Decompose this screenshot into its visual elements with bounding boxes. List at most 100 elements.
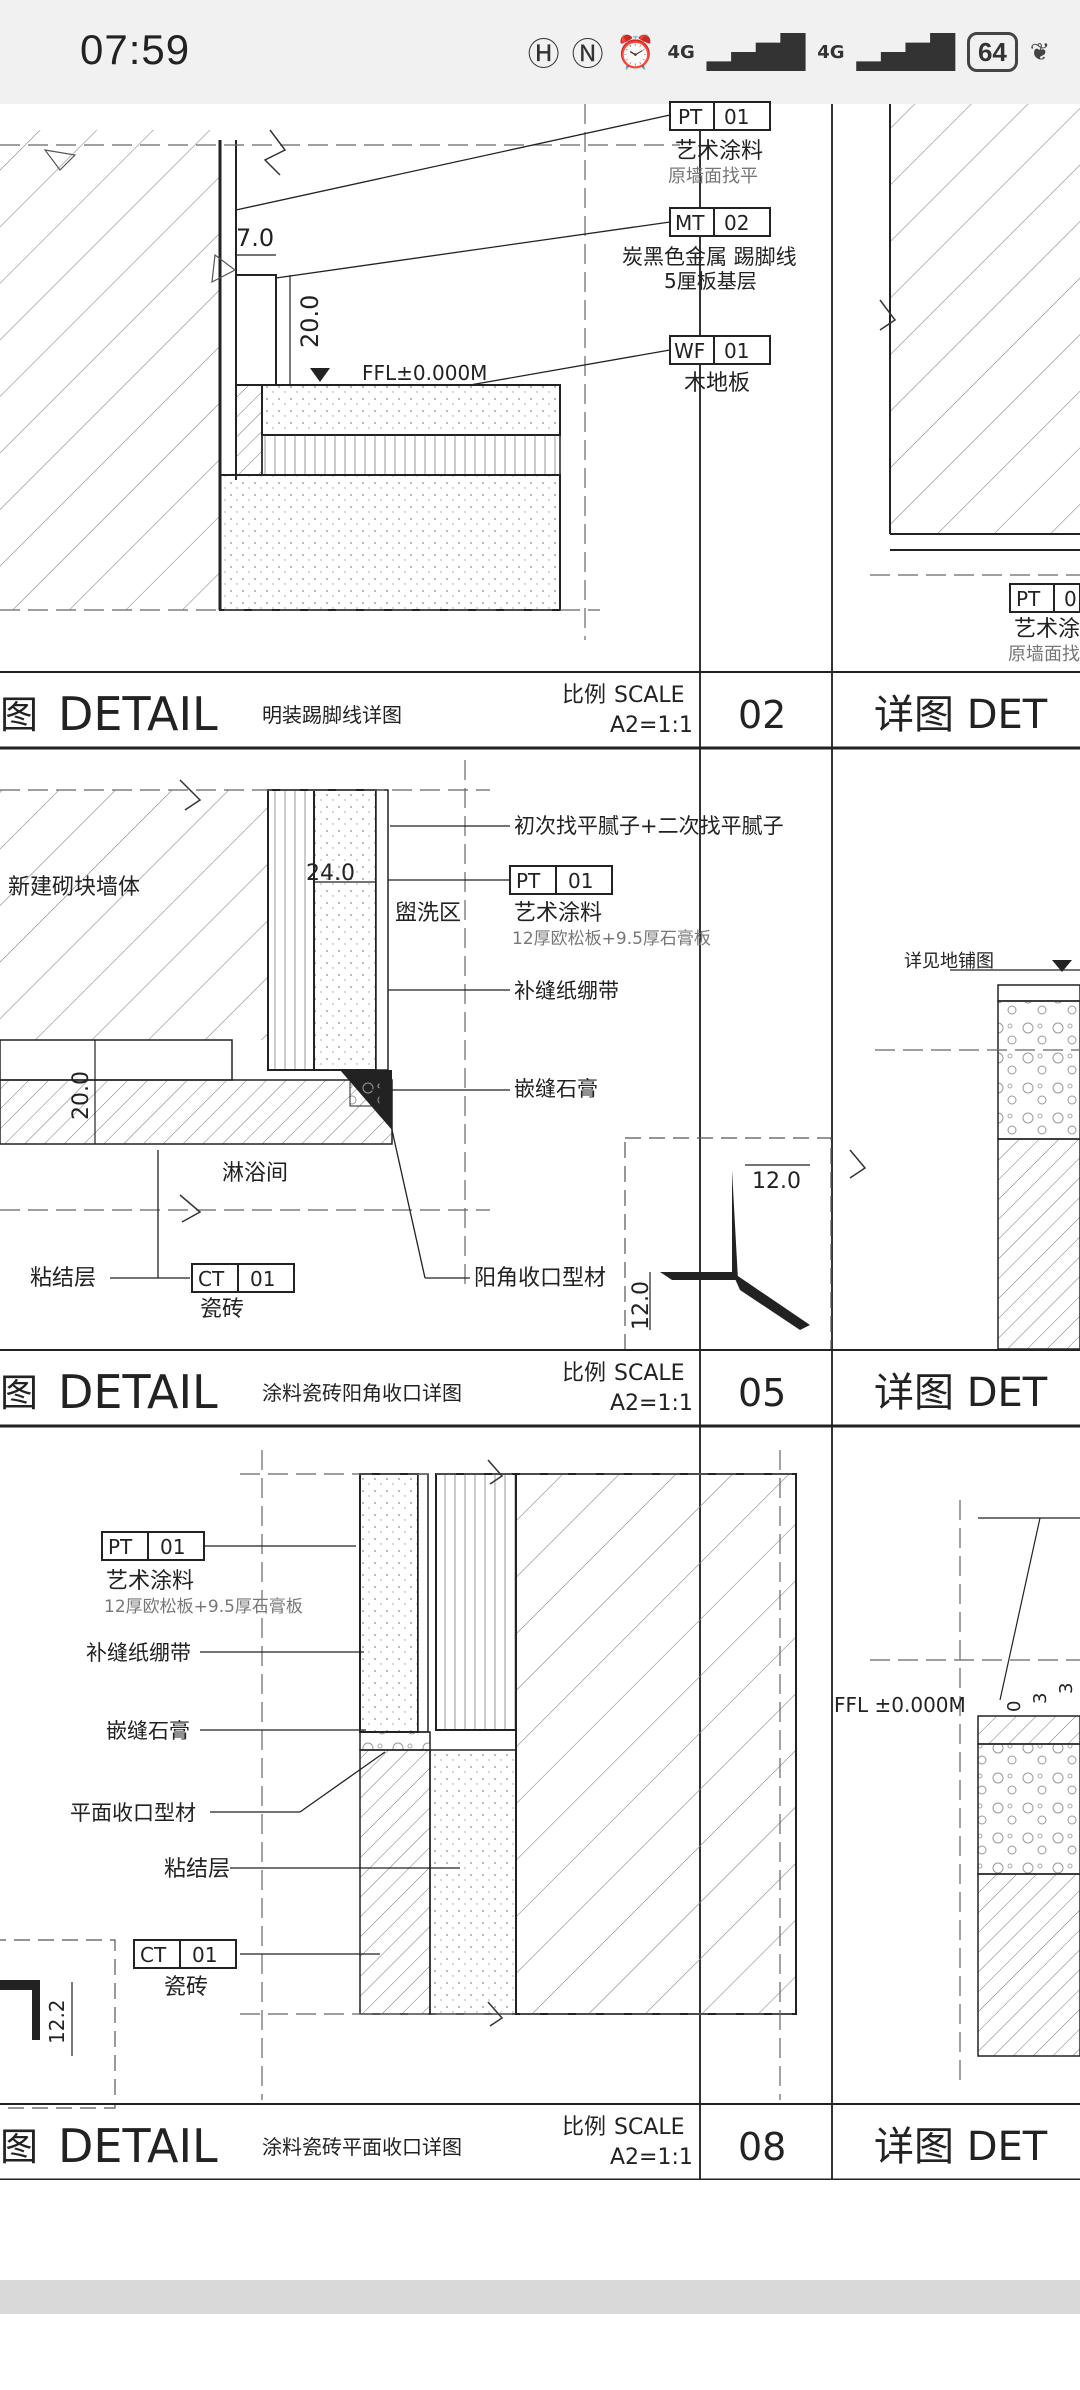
panel-08-label-tape: 补缝纸绷带 xyxy=(86,1641,191,1665)
panel-02-tag-pt-code: PT xyxy=(678,105,703,129)
panel-05-scale-value: A2=1:1 xyxy=(610,1391,693,1416)
panel-05-dim-12a: 12.0 xyxy=(752,1169,801,1194)
right-ffl: FFL ±0.000M xyxy=(834,1693,966,1717)
panel-08-number: 08 xyxy=(738,2125,786,2169)
panel-05-titlebar xyxy=(0,1349,1080,1428)
panel-05-tag-pt-box xyxy=(509,865,613,895)
panel-02-dim-20: 20.0 xyxy=(296,295,324,348)
panel-08-tag-ct-num: 01 xyxy=(192,1943,217,1967)
panel-05-scale-word: SCALE xyxy=(614,1361,685,1386)
panel-08-label-profile: 平面收口型材 xyxy=(70,1801,196,1825)
panel-05-label-putty: 初次找平腻子+二次找平腻子 xyxy=(514,814,784,838)
panel-05-label-adhesive: 粘结层 xyxy=(30,1266,96,1291)
bottom-gray-bar xyxy=(0,2280,1080,2314)
panel-08-scale-word: SCALE xyxy=(614,2115,685,2140)
panel-02-tag-mt-num: 02 xyxy=(724,211,749,235)
right-dim-3b: 3 xyxy=(1056,1683,1077,1694)
panel-02-titlebar xyxy=(0,671,1080,750)
panel-05-label-wash: 盥洗区 xyxy=(395,901,461,926)
panel-02-ffl: FFL±0.000M xyxy=(362,361,487,385)
panel-02-tag-wf-code: WF xyxy=(674,339,705,363)
panel-05-subtitle: 涂料瓷砖阳角收口详图 xyxy=(262,1381,462,1405)
network-4g-label-2: 4G xyxy=(817,41,845,63)
panel-05-tag-pt-code: PT xyxy=(516,869,541,893)
panel-05-label-profile: 阳角收口型材 xyxy=(474,1266,606,1291)
panel-08-tag-ct-name: 瓷砖 xyxy=(164,1975,208,2000)
panel-05-tag-pt-num: 01 xyxy=(568,869,593,893)
right-tag-note: 原墙面找 xyxy=(1008,644,1080,665)
panel-02-title-prefix: 图 xyxy=(0,693,38,737)
panel-08-tag-ct-box xyxy=(133,1939,237,1969)
right-column-drawings xyxy=(849,104,1080,2080)
panel-02-tag-pt-note: 原墙面找平 xyxy=(668,166,758,187)
panel-08-scale-value: A2=1:1 xyxy=(610,2145,693,2170)
signal-icon-2: ▂▄▆█ xyxy=(856,33,955,71)
right-title-1: 详图 DET xyxy=(874,692,1048,738)
panel-08-tag-pt-num: 01 xyxy=(160,1535,185,1559)
hd-icon: Ⓗ xyxy=(527,35,560,73)
network-4g-label: 4G xyxy=(667,41,695,63)
battery-icon: 64 xyxy=(966,32,1018,72)
right-tag-code: PT xyxy=(1016,587,1041,611)
panel-05-title-detail: DETAIL xyxy=(58,1365,218,1419)
panel-05-tag-ct-num: 01 xyxy=(250,1267,275,1291)
panel-05-scale-label: 比例 xyxy=(562,1361,606,1386)
panel-02-number: 02 xyxy=(738,693,786,737)
panel-08-label-paint-note: 12厚欧松板+9.5厚石膏板 xyxy=(104,1596,303,1617)
right-tag-num: 0 xyxy=(1064,587,1077,611)
panel-02-title-detail: DETAIL xyxy=(58,687,218,741)
panel-08-tag-pt-name: 艺术涂料 xyxy=(106,1569,194,1594)
status-icons: Ⓗ Ⓝ ⏰ 4G ▂▄▆█ 4G ▂▄▆█ 64 ❦ xyxy=(528,28,1050,76)
panel-05-label-wall: 新建砌块墙体 xyxy=(8,875,140,900)
panel-08-scale-label: 比例 xyxy=(562,2115,606,2140)
status-bar: 07:59 Ⓗ Ⓝ ⏰ 4G ▂▄▆█ 4G ▂▄▆█ 64 ❦ xyxy=(0,0,1080,104)
right-floor-ref: 详见地铺图 xyxy=(904,951,994,972)
right-title-3: 详图 DET xyxy=(874,2124,1048,2170)
panel-08-label-gypsum: 嵌缝石膏 xyxy=(106,1719,190,1743)
panel-08-tag-pt-box xyxy=(101,1531,205,1561)
panel-02-tag-wf-num: 01 xyxy=(724,339,749,363)
panel-05-tag-ct-name: 瓷砖 xyxy=(200,1297,244,1322)
panel-08-title-detail: DETAIL xyxy=(58,2119,218,2173)
panel-05-dim-12b: 12.0 xyxy=(629,1281,654,1330)
panel-02-tag-pt-num: 01 xyxy=(724,105,749,129)
panel-08-tag-ct-code: CT xyxy=(140,1943,167,1967)
right-title-2: 详图 DET xyxy=(874,1370,1048,1416)
panel-08-label-adhesive: 粘结层 xyxy=(164,1857,230,1882)
panel-02-tag-mt-code: MT xyxy=(675,211,705,235)
panel-05-label-shower: 淋浴间 xyxy=(222,1161,288,1186)
nfc-icon: Ⓝ xyxy=(571,35,604,73)
power-saving-icon: ❦ xyxy=(1029,38,1050,66)
panel-08-drawing xyxy=(0,1450,800,2109)
panel-08-subtitle: 涂料瓷砖平面收口详图 xyxy=(262,2135,462,2159)
panel-08-tag-pt-code: PT xyxy=(108,1535,133,1559)
panel-05-drawing xyxy=(0,760,832,1351)
panel-05-label-paint-note: 12厚欧松板+9.5厚石膏板 xyxy=(512,928,711,949)
panel-02-scale-word: SCALE xyxy=(614,683,685,708)
panel-02-tag-mt-note: 5厘板基层 xyxy=(664,269,757,293)
right-dim-3a: 3 xyxy=(1030,1693,1051,1704)
panel-05-tag-ct-box xyxy=(191,1263,295,1293)
panel-02-tag-wf-name: 木地板 xyxy=(684,371,750,396)
panel-05-title-prefix: 图 xyxy=(0,1371,38,1415)
signal-icon: ▂▄▆█ xyxy=(706,33,806,71)
clock: 07:59 xyxy=(80,26,191,73)
alarm-icon: ⏰ xyxy=(615,33,656,71)
right-dim-0: 0 xyxy=(1004,1701,1025,1712)
panel-08-dim-12: 12.2 xyxy=(45,1999,69,2044)
panel-05-label-tape: 补缝纸绷带 xyxy=(514,979,619,1003)
panel-02-tag-mt-name: 炭黑色金属 踢脚线 xyxy=(622,245,797,269)
panel-05-dim-20: 20.0 xyxy=(69,1071,94,1120)
panel-02-subtitle: 明装踢脚线详图 xyxy=(262,703,402,727)
panel-05-label-gypsum: 嵌缝石膏 xyxy=(514,1077,598,1101)
panel-02-drawing xyxy=(0,104,680,640)
panel-05-tag-ct-code: CT xyxy=(198,1267,225,1291)
panel-02-tags xyxy=(669,101,771,365)
panel-02-scale-value: A2=1:1 xyxy=(610,713,693,738)
panel-05-dim-24: 24.0 xyxy=(306,861,355,886)
panel-08-title-prefix: 图 xyxy=(0,2125,38,2169)
cad-drawing[interactable]: 7.0 20.0 FFL±0.000M PT 01 艺术涂料 原墙面找平 MT … xyxy=(0,0,1080,2190)
right-tag-name: 艺术涂 xyxy=(1014,617,1080,642)
panel-05-tag-pt-name: 艺术涂料 xyxy=(514,901,602,926)
panel-02-scale-label: 比例 xyxy=(562,683,606,708)
